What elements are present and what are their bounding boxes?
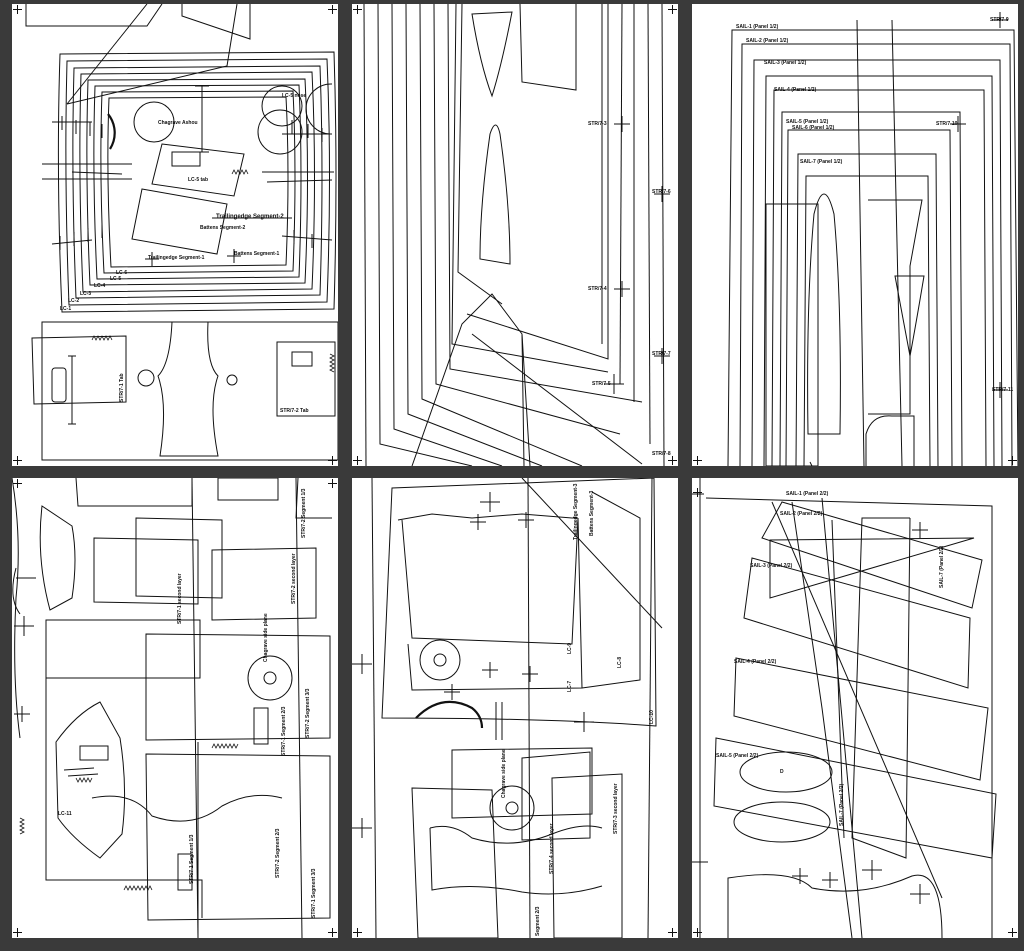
- label: STR/7-2 Segment 2/3: [275, 828, 281, 878]
- label: SAIL-2 (Panel 2/2): [780, 511, 823, 517]
- registration-mark: [328, 479, 337, 488]
- pattern-drawing-6: [692, 478, 997, 938]
- registration-mark: [13, 456, 22, 465]
- pattern-drawing-5: [352, 478, 663, 938]
- label: SAIL-7 (Panel 2/2): [839, 783, 845, 826]
- pattern-page-2: STR/7-3 STR/7-4 STR/7-5 STR/7-6 STR/7-7 …: [352, 4, 678, 466]
- label: LC-11: [58, 811, 72, 817]
- pattern-drawing-1: [25, 4, 338, 461]
- pattern-drawing-4: [12, 478, 332, 938]
- label: Chagrave side plane: [501, 749, 507, 798]
- label: LC-9: [567, 642, 573, 654]
- label: SAIL-5 (Panel 2/2): [716, 753, 759, 759]
- label: STR/7-3 second layer: [613, 783, 619, 834]
- label: STR/7-1 Tab: [119, 373, 125, 402]
- registration-mark: [693, 488, 702, 497]
- label: D: [780, 769, 784, 775]
- registration-mark: [328, 928, 337, 937]
- label: STR/7-1 Segment 3/3: [311, 868, 317, 918]
- label: STR/7-1 second layer: [177, 573, 183, 624]
- label: LC-6: [116, 270, 128, 276]
- label: LC-5 nose: [282, 93, 307, 99]
- registration-mark: [328, 5, 337, 14]
- label: Trailingedge Segment-2: [216, 214, 284, 220]
- label: STR/7-4 second layer: [549, 823, 555, 874]
- label: STR/7-2 Segment 3/3: [305, 688, 311, 738]
- registration-mark: [13, 5, 22, 14]
- label: Trailingedge Segment-3: [573, 483, 579, 540]
- registration-mark: [13, 479, 22, 488]
- label: Battens Segment-1: [234, 251, 280, 257]
- registration-mark: [353, 5, 362, 14]
- label: STR/7-1 Segment 1/3: [189, 834, 195, 884]
- label: LC-5: [110, 276, 122, 282]
- label: SAIL-3 (Panel 1/2): [764, 60, 807, 66]
- label: STR/7-1 Segment 2/3: [281, 706, 287, 756]
- pattern-page-4: STR/7-1 second layer STR/7-2 second laye…: [12, 478, 338, 938]
- registration-mark: [13, 928, 22, 937]
- label: SAIL-6 (Panel 1/2): [792, 125, 835, 131]
- label: SAIL-2 (Panel 1/2): [746, 38, 789, 44]
- label: STR/7-7: [652, 351, 671, 357]
- label: Battens Segment-2: [200, 225, 246, 231]
- label: STR/7-9: [990, 17, 1009, 23]
- registration-mark: [1008, 456, 1017, 465]
- label: SAIL-4 (Panel 2/2): [734, 659, 777, 665]
- label: LC-4: [94, 283, 106, 289]
- label: Chagrave Ashou: [158, 120, 198, 126]
- label: Trailingedge Segment-1: [148, 255, 205, 261]
- registration-mark: [668, 456, 677, 465]
- label: LC-5 tab: [188, 177, 208, 183]
- registration-mark: [693, 928, 702, 937]
- label: SAIL-4 (Panel 1/2): [774, 87, 817, 93]
- label: LC-1: [60, 306, 72, 312]
- registration-mark: [668, 5, 677, 14]
- registration-mark: [353, 456, 362, 465]
- label: LC-10: [649, 710, 655, 724]
- label: LC-8: [617, 656, 623, 668]
- label: Segment 2/3: [535, 906, 541, 936]
- pattern-page-5: Trailingedge Segment-3 Battens Segment-3…: [352, 478, 678, 938]
- label: STR/7-10: [936, 121, 958, 127]
- registration-mark: [328, 456, 337, 465]
- pattern-page-6: SAIL-1 (Panel 2/2) SAIL-2 (Panel 2/2) SA…: [692, 478, 1018, 938]
- pattern-drawing-2: [363, 4, 670, 466]
- label: STR/7-4: [588, 286, 607, 292]
- pattern-page-1: Chagrave Ashou LC-5 nose LC-5 tab Traili…: [12, 4, 338, 466]
- label: STR/7-5: [592, 381, 611, 387]
- label: SAIL-1 (Panel 1/2): [736, 24, 779, 30]
- pattern-page-3: SAIL-1 (Panel 1/2) SAIL-2 (Panel 1/2) SA…: [692, 4, 1018, 466]
- label: STR/7-2 Segment 1/3: [301, 488, 307, 538]
- label: STR/7-8: [652, 451, 671, 457]
- registration-mark: [693, 456, 702, 465]
- label: SAIL-3 (Panel 2/2): [750, 563, 793, 569]
- label: LC-3: [80, 291, 92, 297]
- registration-mark: [668, 928, 677, 937]
- label: LC-7: [567, 680, 573, 692]
- registration-mark: [353, 928, 362, 937]
- label: STR/7-2 second layer: [291, 553, 297, 604]
- label: STR/7-2 Tab: [280, 408, 309, 414]
- registration-mark: [1008, 928, 1017, 937]
- label: STR/7-3: [588, 121, 607, 127]
- label: SAIL-7 (Panel 1/2): [800, 159, 843, 165]
- label: STR/7-11: [992, 387, 1014, 393]
- label: SAIL-5 (Panel 1/2): [786, 119, 829, 125]
- label: LC-2: [68, 298, 80, 304]
- label: SAIL-7 (Panel 2/2): [939, 545, 945, 588]
- label: SAIL-1 (Panel 2/2): [786, 491, 829, 497]
- pattern-drawing-3: [727, 12, 1018, 466]
- label: Battens Segment-3: [589, 490, 595, 536]
- label: STR/7-6: [652, 189, 671, 195]
- label: Chagrave side plane: [263, 613, 269, 662]
